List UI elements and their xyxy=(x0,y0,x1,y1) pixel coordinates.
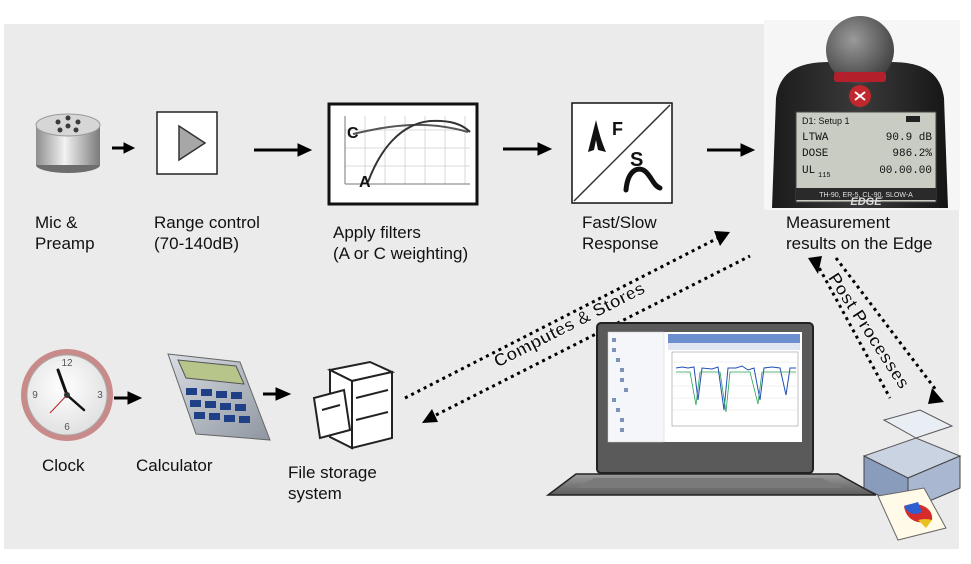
meter-brand: EDGE xyxy=(850,196,882,208)
svg-text:3: 3 xyxy=(97,390,103,401)
meter-footer: TH-90, ER-5, CL-90, SLOW-A xyxy=(819,192,913,199)
fast-label: F xyxy=(612,119,623,139)
range-control-label: Range control (70-140dB) xyxy=(154,213,260,253)
svg-text:12: 12 xyxy=(61,358,73,369)
fast-slow-response-icon xyxy=(571,102,673,204)
meter-row1-value: 90.9 dB xyxy=(886,132,933,144)
calculator-icon xyxy=(167,353,271,441)
clock-icon: 12 3 6 9 xyxy=(21,349,113,441)
range-control-icon xyxy=(156,111,218,175)
laptop-icon xyxy=(545,322,877,496)
computes-stores-arrow xyxy=(404,231,751,423)
measurement-results-label: Measurement results on the Edge xyxy=(786,213,933,253)
svg-text:6: 6 xyxy=(64,422,70,433)
post-processes-label: Post Processes xyxy=(824,269,914,392)
microphone-icon xyxy=(35,113,101,173)
apply-filters-label: Apply filters (A or C weighting) xyxy=(333,223,469,263)
meter-row2-value: 986.2% xyxy=(892,148,932,160)
slow-label: S xyxy=(630,149,643,171)
post-processes-arrow xyxy=(808,256,944,404)
meter-row3-value: 00.00.00 xyxy=(879,165,932,177)
svg-text:9: 9 xyxy=(32,390,38,401)
fast-slow-response-label: Fast/Slow Response xyxy=(582,213,659,253)
calculator-label: Calculator xyxy=(136,456,213,475)
file-storage-label: File storage system xyxy=(288,463,377,503)
filter-chart-icon xyxy=(327,102,479,206)
clock-label: Clock xyxy=(42,456,85,475)
top-flow-arrows xyxy=(112,142,756,157)
meter-row1-name: LTWA xyxy=(802,132,829,144)
bottom-flow-arrows xyxy=(114,387,292,405)
printer-icon xyxy=(862,409,962,541)
meter-row2-name: DOSE xyxy=(802,148,829,160)
meter-row3-name: UL xyxy=(802,165,815,177)
file-cabinet-icon xyxy=(312,360,396,450)
meter-row3-sub: 115 xyxy=(818,172,831,180)
curve-a-label: A xyxy=(359,174,371,191)
curve-c-label: C xyxy=(347,125,359,142)
mic-preamp-label: Mic & Preamp xyxy=(35,213,95,253)
edge-meter-device: EDGE D1: Setup 1 LTWA 90.9 dB DOSE 986.2… xyxy=(764,16,960,210)
meter-setup-line: D1: Setup 1 xyxy=(802,116,850,126)
